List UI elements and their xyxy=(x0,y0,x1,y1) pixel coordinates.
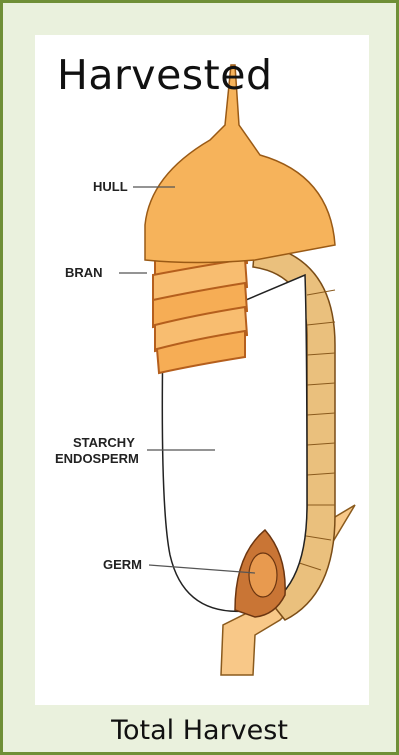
label-germ: GERM xyxy=(103,557,142,572)
rice-grain-diagram: HULL BRAN STARCHY ENDOSPERM GERM xyxy=(35,35,369,705)
germ-inner xyxy=(249,553,277,597)
figure-caption: Total Harvest xyxy=(3,715,396,746)
label-bran: BRAN xyxy=(65,265,103,280)
label-endosperm: ENDOSPERM xyxy=(55,451,139,466)
grain-figure: HULL BRAN STARCHY ENDOSPERM GERM xyxy=(35,35,369,705)
figure-title: Harvested xyxy=(57,51,273,99)
label-hull: HULL xyxy=(93,179,128,194)
label-starchy: STARCHY xyxy=(73,435,135,450)
